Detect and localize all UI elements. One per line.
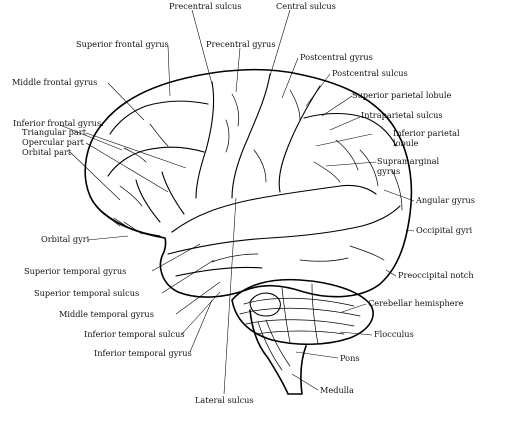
orbital-surface — [95, 205, 161, 237]
intraparietal-sulcus-line — [303, 112, 397, 147]
central-sulcus-line — [231, 73, 271, 199]
label-superior-temporal-gyrus: Superior temporal gyrus — [24, 266, 126, 276]
label-inferior-temporal-sulcus: Inferior temporal sulcus — [84, 329, 185, 339]
label-precentral-gyrus: Precentral gyrus — [206, 39, 276, 49]
labels: Precentral sulcus Central sulcus Superio… — [12, 1, 475, 405]
label-angular-gyrus: Angular gyrus — [415, 195, 475, 205]
brainstem-outline — [249, 309, 307, 395]
inferior-temporal-sulcus-line — [175, 266, 263, 277]
label-supramarginal-2: gyrus — [377, 166, 400, 176]
label-central-sulcus: Central sulcus — [276, 1, 336, 11]
gyral-markings — [119, 89, 403, 263]
cerebellar-folia — [239, 283, 361, 345]
label-cerebellar-hemisphere: Cerebellar hemisphere — [368, 298, 464, 308]
brainstem-lines — [257, 319, 291, 371]
label-lateral-sulcus: Lateral sulcus — [195, 395, 254, 405]
label-opercular-part: Opercular part — [22, 137, 85, 147]
precentral-sulcus-line — [195, 81, 215, 199]
label-occipital-gyri: Occipital gyri — [416, 225, 473, 235]
label-flocculus: Flocculus — [374, 329, 414, 339]
label-superior-parietal-lobule: Superior parietal lobule — [352, 90, 452, 100]
brain-drawing — [84, 68, 413, 395]
label-supramarginal-1: Supramarginal — [377, 156, 439, 166]
cerebrum-outline — [84, 68, 413, 298]
label-pons: Pons — [340, 353, 360, 363]
label-orbital-part: Orbital part — [22, 147, 72, 157]
inferior-frontal-sulcus-line — [107, 146, 205, 177]
label-superior-temporal-sulcus: Superior temporal sulcus — [34, 288, 139, 298]
label-inferior-frontal-gyrus: Inferior frontal gyrus: — [13, 118, 104, 128]
superior-temporal-sulcus-line — [167, 205, 401, 255]
label-inferior-parietal-1: Inferior parietal — [393, 128, 460, 138]
superior-frontal-sulcus-line — [109, 100, 209, 135]
label-middle-frontal-gyrus: Middle frontal gyrus — [12, 77, 97, 87]
label-middle-temporal-gyrus: Middle temporal gyrus — [59, 309, 154, 319]
label-orbital-gyri: Orbital gyri — [41, 234, 90, 244]
lateral-fissure — [171, 184, 377, 233]
label-medulla: Medulla — [320, 385, 354, 395]
orbital-gyri-lines — [103, 213, 143, 235]
label-postcentral-gyrus: Postcentral gyrus — [300, 52, 373, 62]
label-inferior-temporal-gyrus: Inferior temporal gyrus — [94, 348, 192, 358]
postcentral-sulcus-line — [278, 85, 321, 193]
label-preoccipital-notch: Preoccipital notch — [398, 270, 474, 280]
label-intraparietal-sulcus: Intraparietal sulcus — [361, 110, 443, 120]
leader-lines — [59, 9, 415, 395]
label-triangular-part: Triangular part — [22, 127, 87, 137]
label-inferior-parietal-2: lobule — [393, 138, 419, 148]
label-superior-frontal-gyrus: Superior frontal gyrus — [76, 39, 169, 49]
flocculus-shape — [249, 292, 281, 317]
label-postcentral-sulcus: Postcentral sulcus — [332, 68, 408, 78]
inferior-frontal-rami — [135, 171, 185, 223]
cerebellum-outline — [231, 278, 374, 346]
label-precentral-sulcus: Precentral sulcus — [169, 1, 241, 11]
